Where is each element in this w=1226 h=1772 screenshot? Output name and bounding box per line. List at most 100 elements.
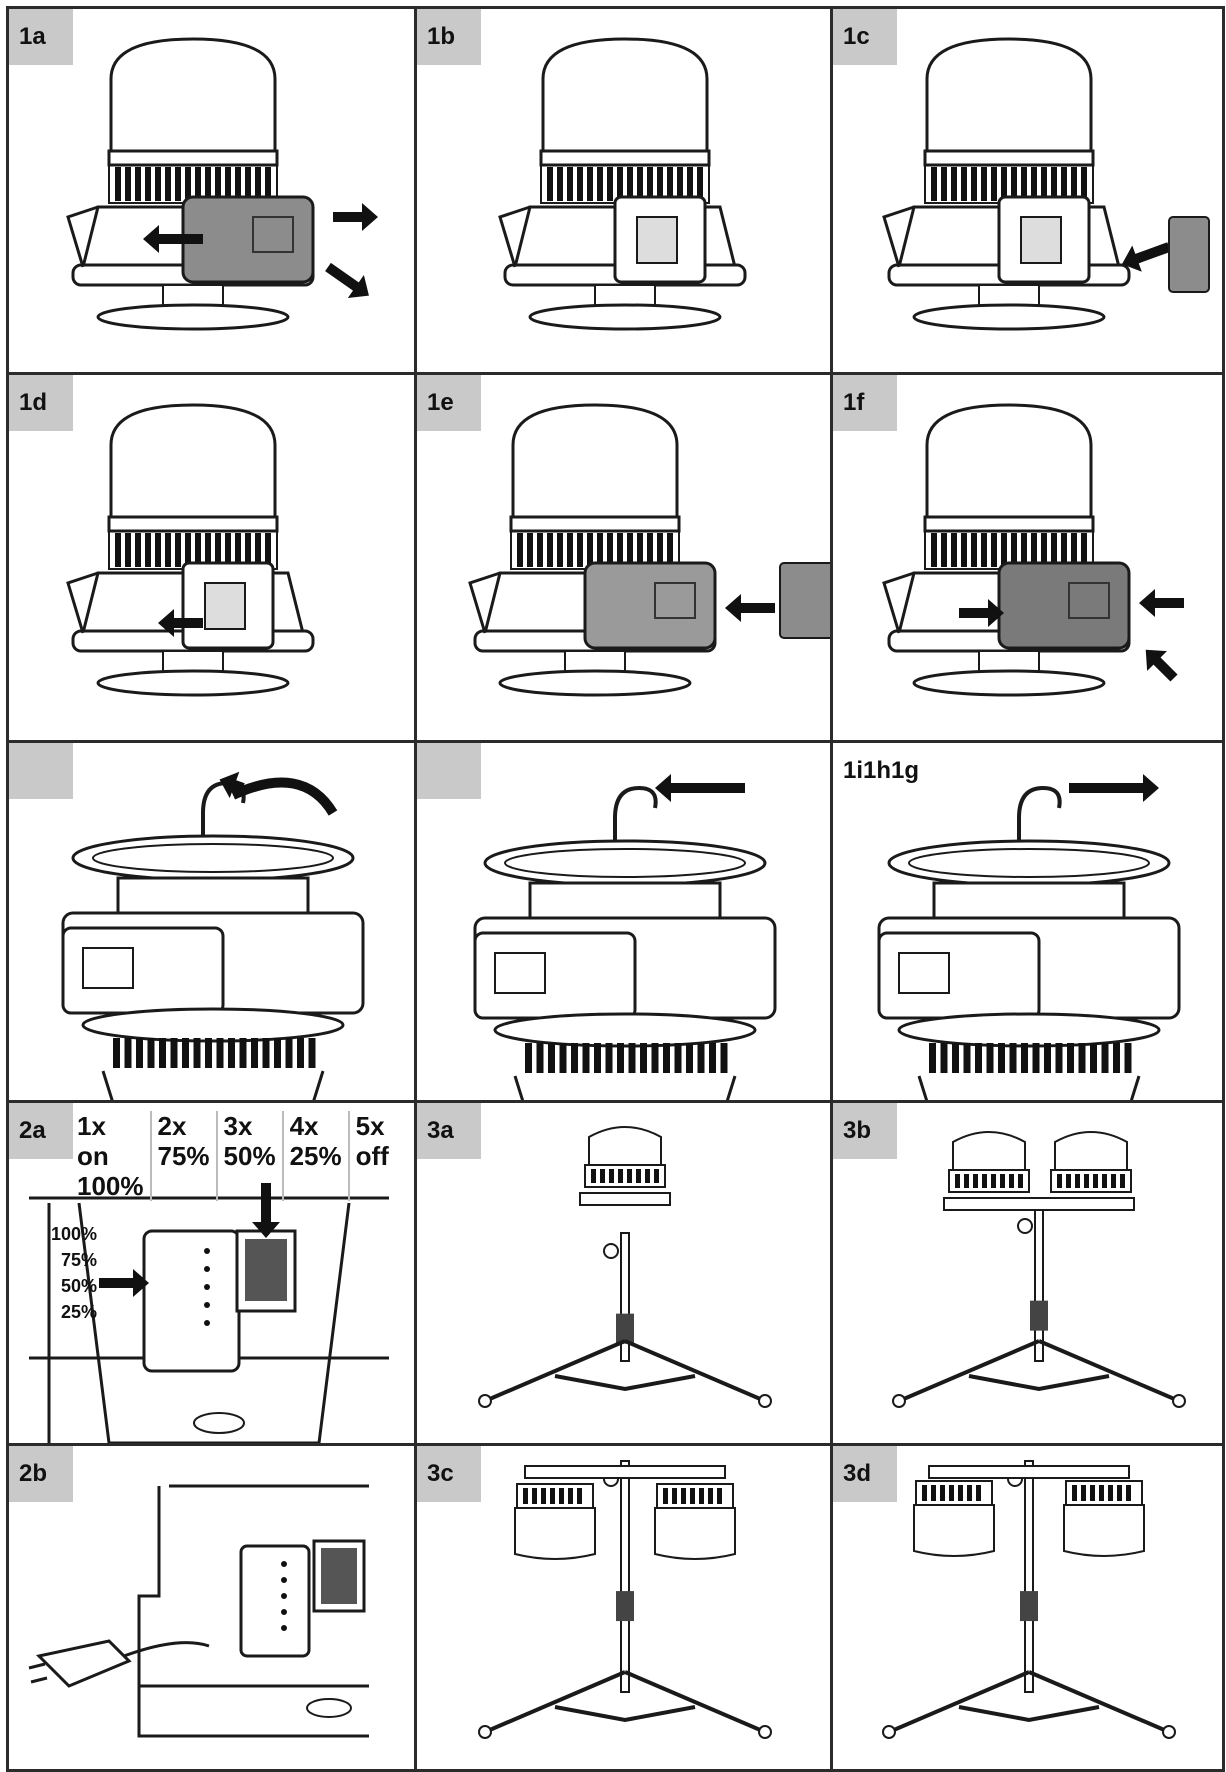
hanging-lamp-illustration bbox=[877, 785, 1181, 1100]
indicator-level: 75% bbox=[60, 1250, 97, 1270]
work-lamp-illustration bbox=[66, 37, 315, 331]
battery-pack bbox=[583, 561, 717, 650]
press-count: 3x bbox=[223, 1111, 253, 1141]
battery-pack bbox=[997, 561, 1131, 650]
figure-panel-blank-6 bbox=[6, 740, 417, 1103]
panel-illustration bbox=[29, 1183, 389, 1443]
direction-arrow-icon bbox=[1139, 589, 1184, 617]
direction-arrow-icon bbox=[1145, 649, 1178, 682]
panel-illustration bbox=[28, 1484, 369, 1738]
press-count: 2x bbox=[157, 1111, 187, 1141]
panel-illustration bbox=[882, 403, 1184, 697]
knob-icon bbox=[603, 1243, 619, 1259]
direction-arrow-icon bbox=[1122, 242, 1171, 272]
direction-arrow-icon bbox=[158, 609, 203, 637]
panel-label: 1f bbox=[833, 375, 897, 431]
hanging-lamp-illustration bbox=[61, 780, 365, 1100]
figure-panel-2b: 2b bbox=[6, 1443, 417, 1772]
panel-label: 1c bbox=[833, 9, 897, 65]
press-count: 5x off bbox=[355, 1111, 389, 1171]
indicator-level: 25% bbox=[60, 1302, 97, 1322]
figure-panel-blank-7 bbox=[414, 740, 833, 1103]
control-panel-illustration bbox=[29, 1196, 389, 1443]
plug-icon bbox=[35, 1639, 132, 1688]
brightness-level: 75% bbox=[157, 1141, 210, 1171]
panel-illustration bbox=[468, 403, 830, 697]
panel-illustration bbox=[498, 37, 747, 331]
work-lamp-illustration bbox=[882, 37, 1131, 331]
hook-icon bbox=[613, 785, 658, 848]
hanging-lamp-illustration bbox=[473, 785, 777, 1100]
indicator-levels: 100%75%50%25% bbox=[39, 1221, 97, 1325]
battery-pack bbox=[779, 562, 830, 639]
figure-panel-1e: 1e bbox=[414, 372, 833, 743]
rotate-arrow-icon bbox=[230, 777, 338, 816]
panel-label: 1e bbox=[417, 375, 481, 431]
press-count: 4x bbox=[289, 1111, 319, 1141]
panel-illustration bbox=[882, 37, 1210, 331]
led-indicator-panel bbox=[239, 1544, 311, 1658]
brightness-level: 50% bbox=[223, 1141, 276, 1171]
panel-illustration bbox=[66, 37, 378, 331]
work-lamp-illustration bbox=[468, 403, 717, 697]
panel-illustration bbox=[473, 774, 777, 1100]
panel-label: 1b bbox=[417, 9, 481, 65]
figure-panel-3c: 3c bbox=[414, 1443, 833, 1772]
panel-label: 3b bbox=[833, 1103, 897, 1159]
panel-illustration bbox=[478, 1460, 772, 1739]
brightness-level: 100% bbox=[77, 1171, 144, 1201]
figure-panel-3a: 3a bbox=[414, 1100, 833, 1446]
adapter-plate bbox=[1168, 216, 1210, 293]
panel-label: 2a bbox=[9, 1103, 73, 1159]
figure-panel-1i1h1g: 1i1h1g bbox=[830, 740, 1225, 1103]
tripod-stand-illustration bbox=[478, 1126, 772, 1408]
panel-illustration bbox=[882, 1460, 1176, 1739]
battery-pack bbox=[61, 926, 225, 1015]
direction-arrow-icon bbox=[725, 594, 775, 622]
panel-illustration bbox=[66, 403, 315, 697]
press-count: 1x on bbox=[77, 1111, 109, 1171]
figure-panel-1d: 1d bbox=[6, 372, 417, 743]
direction-arrow-icon bbox=[219, 771, 245, 799]
knob-icon bbox=[1017, 1218, 1033, 1234]
tripod-stand-illustration bbox=[478, 1460, 772, 1739]
direction-arrow-icon bbox=[325, 262, 369, 298]
direction-arrow-icon bbox=[959, 599, 1004, 627]
direction-arrow-icon bbox=[333, 203, 378, 231]
figure-panel-1c: 1c bbox=[830, 6, 1225, 375]
direction-arrow-icon bbox=[1069, 774, 1159, 802]
work-lamp-illustration bbox=[498, 37, 747, 331]
tripod-stand-illustration bbox=[892, 1131, 1186, 1408]
panel-illustration bbox=[877, 774, 1181, 1100]
direction-arrow-icon bbox=[143, 225, 203, 253]
panel-label: 3a bbox=[417, 1103, 481, 1159]
switch-mode: 5x off bbox=[347, 1111, 414, 1201]
figure-panel-1a: 1a bbox=[6, 6, 417, 375]
indicator-level: 100% bbox=[50, 1224, 97, 1244]
panel-illustration bbox=[478, 1126, 772, 1408]
panel-label: 3c bbox=[417, 1446, 481, 1502]
panel-illustration bbox=[61, 771, 365, 1100]
figure-panel-1b: 1b bbox=[414, 6, 833, 375]
panel-label: 1i1h1g bbox=[833, 743, 933, 799]
direction-arrow-icon bbox=[252, 1183, 280, 1238]
battery-pack bbox=[877, 931, 1041, 1020]
work-lamp-illustration bbox=[66, 403, 315, 697]
tripod-stand-illustration bbox=[882, 1460, 1176, 1739]
led-indicator-panel bbox=[142, 1229, 241, 1373]
direction-arrow-icon bbox=[655, 774, 745, 802]
figure-panel-3d: 3d bbox=[830, 1443, 1225, 1772]
brightness-level: 25% bbox=[289, 1141, 342, 1171]
figure-panel-1f: 1f bbox=[830, 372, 1225, 743]
panel-label: 2b bbox=[9, 1446, 73, 1502]
figure-panel-3b: 3b bbox=[830, 1100, 1225, 1446]
panel-label bbox=[9, 743, 73, 799]
direction-arrow-icon bbox=[99, 1269, 149, 1297]
hook-icon bbox=[1017, 785, 1062, 848]
